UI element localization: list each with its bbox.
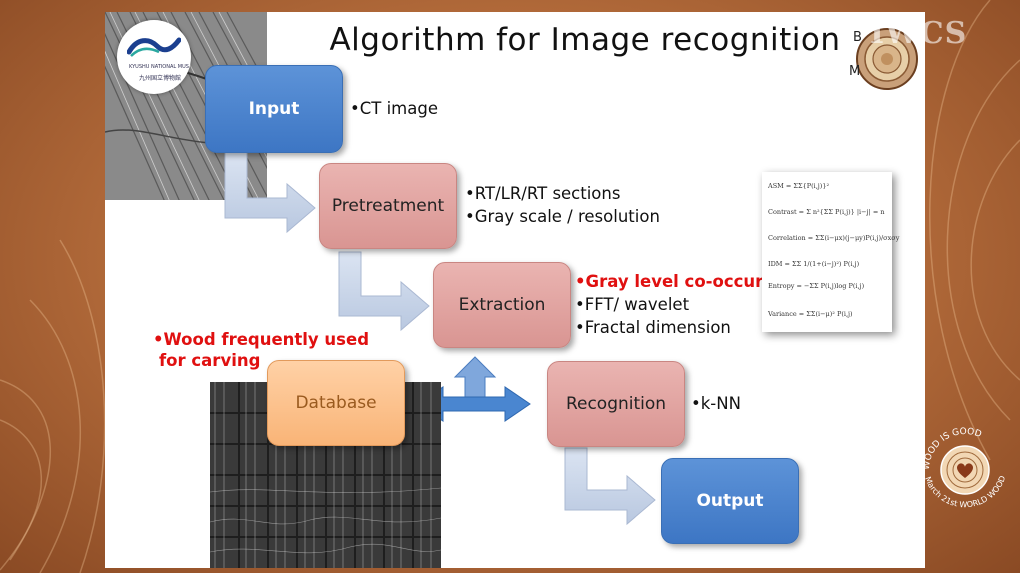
arrow-input-pretreatment bbox=[224, 151, 316, 234]
recognition-bullets: •k-NN bbox=[691, 392, 741, 415]
world-wood-day-seal: WOOD IS GOOD March 21st WORLD WOOD DAY bbox=[915, 423, 1007, 509]
pretreatment-bullet: •Gray scale / resolution bbox=[465, 207, 660, 226]
wave-icon bbox=[127, 37, 181, 57]
formula-asm: ASM = ΣΣ{P(i,j)}² bbox=[768, 182, 830, 190]
museum-name-en: KYUSHU NATIONAL MUS bbox=[129, 64, 189, 70]
arrow-recognition-output bbox=[564, 447, 656, 526]
recognition-bullet: •k-NN bbox=[691, 394, 741, 413]
extraction-box: Extraction bbox=[433, 262, 571, 348]
input-bullets: •CT image bbox=[350, 97, 438, 120]
pretreatment-bullet: •RT/LR/RT sections bbox=[465, 184, 621, 203]
slide-title: Algorithm for Image recognition bbox=[329, 22, 841, 58]
heart-icon bbox=[957, 463, 973, 478]
database-box: Database bbox=[267, 360, 405, 446]
bm-logo: B M bbox=[849, 28, 918, 90]
bm-letter-m: M bbox=[849, 64, 860, 79]
bm-letter-b: B bbox=[853, 30, 862, 45]
database-note-line: •Wood frequently used bbox=[153, 330, 369, 349]
pretreatment-bullets: •RT/LR/RT sections •Gray scale / resolut… bbox=[465, 182, 660, 228]
database-note-line: for carving bbox=[159, 351, 261, 370]
formula-contrast: Contrast = Σ n²{ΣΣ P(i,j)} |i−j| = n bbox=[768, 208, 885, 216]
formula-idm: IDM = ΣΣ 1/(1+(i−j)²) P(i,j) bbox=[768, 260, 860, 268]
formula-entropy: Entropy = −ΣΣ P(i,j)log P(i,j) bbox=[768, 282, 865, 290]
glcm-formula-card: ASM = ΣΣ{P(i,j)}² Contrast = Σ n²{ΣΣ P(i… bbox=[762, 172, 899, 332]
pretreatment-box: Pretreatment bbox=[319, 163, 457, 249]
input-box: Input bbox=[205, 65, 343, 153]
extraction-bullet: •FFT/ wavelet bbox=[575, 295, 690, 314]
museum-logo: KYUSHU NATIONAL MUS 九州国立博物館 bbox=[117, 20, 191, 94]
arrow-pretreatment-extraction bbox=[338, 251, 430, 332]
output-box: Output bbox=[661, 458, 799, 544]
museum-name-jp: 九州国立博物館 bbox=[139, 75, 182, 82]
slide: KYUSHU NATIONAL MUS 九州国立博物館 Algorithm fo… bbox=[105, 12, 925, 568]
flow-arrows bbox=[224, 151, 656, 526]
recognition-box: Recognition bbox=[547, 361, 685, 447]
arrow-database-recognition bbox=[417, 386, 531, 422]
iwcs-logo: IWCS bbox=[870, 16, 968, 51]
database-note: •Wood frequently used for carving bbox=[153, 329, 369, 371]
input-bullet: •CT image bbox=[350, 99, 438, 118]
extraction-bullet: •Fractal dimension bbox=[575, 318, 731, 337]
formula-correlation: Correlation = ΣΣ(i−μx)(j−μy)P(i,j)/σxσy bbox=[768, 234, 900, 242]
formula-variance: Variance = ΣΣ(i−μ)² P(i,j) bbox=[768, 310, 853, 318]
